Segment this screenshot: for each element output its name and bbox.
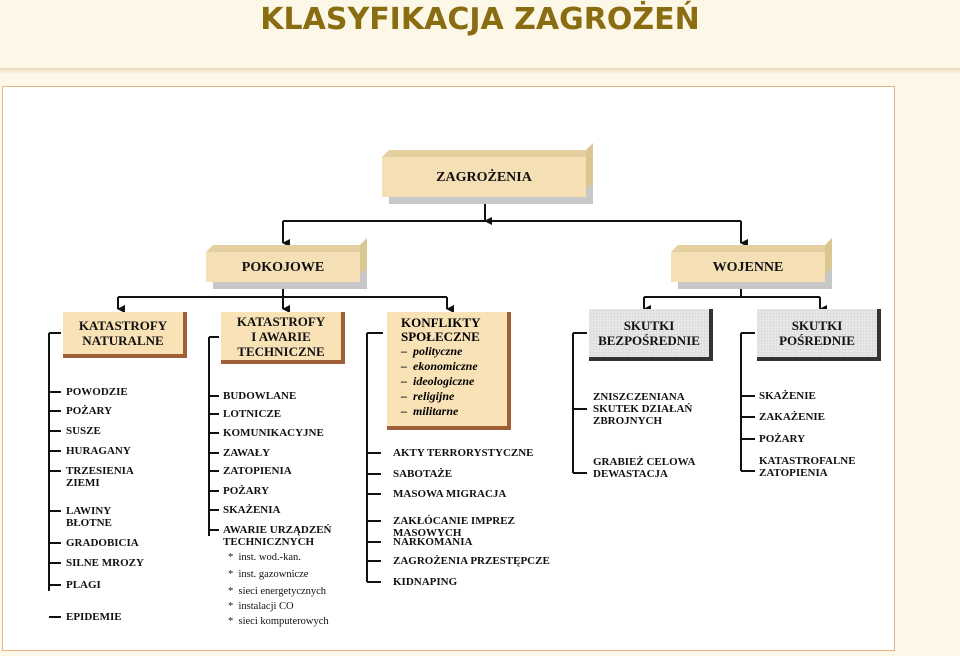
technical-item: ZAWAŁY — [223, 447, 271, 459]
node-pokojowe: POKOJOWE — [206, 252, 360, 282]
conflict-kind: – polityczne — [401, 344, 463, 358]
natural-item: HURAGANY — [66, 445, 131, 457]
direct-title-line2: BEZPOŚREDNIE — [598, 333, 700, 348]
conflict-kind: – ekonomiczne — [401, 359, 478, 373]
technical-item: KOMUNIKACYJNE — [223, 427, 324, 439]
technical-subitem: * instalacji CO — [228, 601, 294, 612]
node-wojenne: WOJENNE — [671, 252, 825, 282]
technical-item: POŻARY — [223, 485, 270, 497]
technical-subitem: * inst. gazownicze — [228, 569, 309, 580]
node-konflikty-spoleczne: KONFLIKTY SPOŁECZNE – polityczne– ekonom… — [387, 312, 511, 430]
natural-item: SUSZE — [66, 425, 101, 437]
natural-item: TRZESIENIA ZIEMI — [66, 465, 134, 489]
direct-title-line1: SKUTKI — [623, 318, 675, 333]
natural-item: POWODZIE — [66, 386, 128, 398]
conflict-item: ZAGROŻENIA PRZESTĘPCZE — [393, 555, 550, 567]
technical-title-line3: TECHNICZNE — [237, 343, 325, 359]
direct-item: ZNISZCZENIANA SKUTEK DZIAŁAŃ ZBROJNYCH — [593, 391, 693, 427]
technical-item: SKAŻENIA — [223, 504, 281, 516]
wojenne-label: WOJENNE — [712, 259, 784, 275]
conflict-kind: – militarne — [401, 404, 459, 418]
node-skutki-posrednie: SKUTKI POŚREDNIE — [757, 309, 881, 361]
conflict-item: SABOTAŻE — [393, 468, 453, 480]
conflict-kind: – ideologiczne — [401, 374, 475, 388]
conflict-item: KIDNAPING — [393, 576, 458, 588]
technical-item: AWARIE URZĄDZEŃ TECHNICZNYCH — [223, 524, 332, 548]
node-katastrofy-techniczne: KATASTROFY I AWARIE TECHNICZNE — [221, 312, 345, 364]
node-katastrofy-naturalne: KATASTROFY NATURALNE — [63, 312, 187, 358]
indirect-item: SKAŻENIE — [759, 390, 816, 402]
indirect-title-line1: SKUTKI — [791, 318, 843, 333]
root-node-zagrozenia: ZAGROŻENIA — [382, 157, 586, 197]
natural-item: LAWINY BŁOTNE — [66, 505, 112, 529]
technical-title-line1: KATASTROFY — [236, 313, 326, 329]
conflict-item: MASOWA MIGRACJA — [393, 488, 507, 500]
natural-item: POŻARY — [66, 405, 113, 417]
technical-item: LOTNICZE — [223, 408, 282, 420]
technical-title-line2: I AWARIE — [251, 328, 311, 344]
technical-subitem: * sieci energetycznych — [228, 586, 327, 597]
pokojowe-label: POKOJOWE — [241, 259, 325, 275]
conflicts-title-line2: SPOŁECZNE — [401, 329, 480, 344]
slide-title: KLASYFIKACJA ZAGROŻEŃ — [260, 2, 700, 37]
natural-item: EPIDEMIE — [66, 611, 122, 623]
conflict-item: NARKOMANIA — [393, 536, 473, 548]
conflict-kind: – religijne — [401, 389, 455, 403]
indirect-item: KATASTROFALNE ZATOPIENIA — [759, 455, 856, 479]
conflict-item: AKTY TERRORYSTYCZNE — [393, 447, 534, 459]
indirect-item: ZAKAŻENIE — [759, 411, 826, 423]
diagram-panel: ZAGROŻENIA POKOJOWE WOJENNE KATASTROFY N… — [2, 86, 895, 651]
technical-subitem: * inst. wod.-kan. — [228, 552, 301, 563]
technical-item: BUDOWLANE — [223, 390, 297, 402]
root-label: ZAGROŻENIA — [436, 169, 532, 185]
conflict-item: ZAKŁÓCANIE IMPREZ MASOWYCH — [393, 515, 515, 539]
indirect-item: POŻARY — [759, 433, 806, 445]
natural-item: GRADOBICIA — [66, 537, 139, 549]
title-divider — [0, 68, 960, 74]
node-skutki-bezposrednie: SKUTKI BEZPOŚREDNIE — [589, 309, 713, 361]
natural-title-line1: KATASTROFY — [78, 318, 168, 333]
conflicts-title-line1: KONFLIKTY — [401, 315, 481, 330]
direct-item: GRABIEŻ CELOWA DEWASTACJA — [593, 456, 695, 480]
natural-title-line2: NATURALNE — [82, 333, 164, 348]
natural-item: PLAGI — [66, 579, 101, 591]
technical-item: ZATOPIENIA — [223, 465, 292, 477]
indirect-title-line2: POŚREDNIE — [779, 333, 855, 348]
natural-item: SILNE MROZY — [66, 557, 144, 569]
technical-subitem: * sieci komputerowych — [228, 616, 329, 627]
connector-lines — [48, 201, 827, 618]
